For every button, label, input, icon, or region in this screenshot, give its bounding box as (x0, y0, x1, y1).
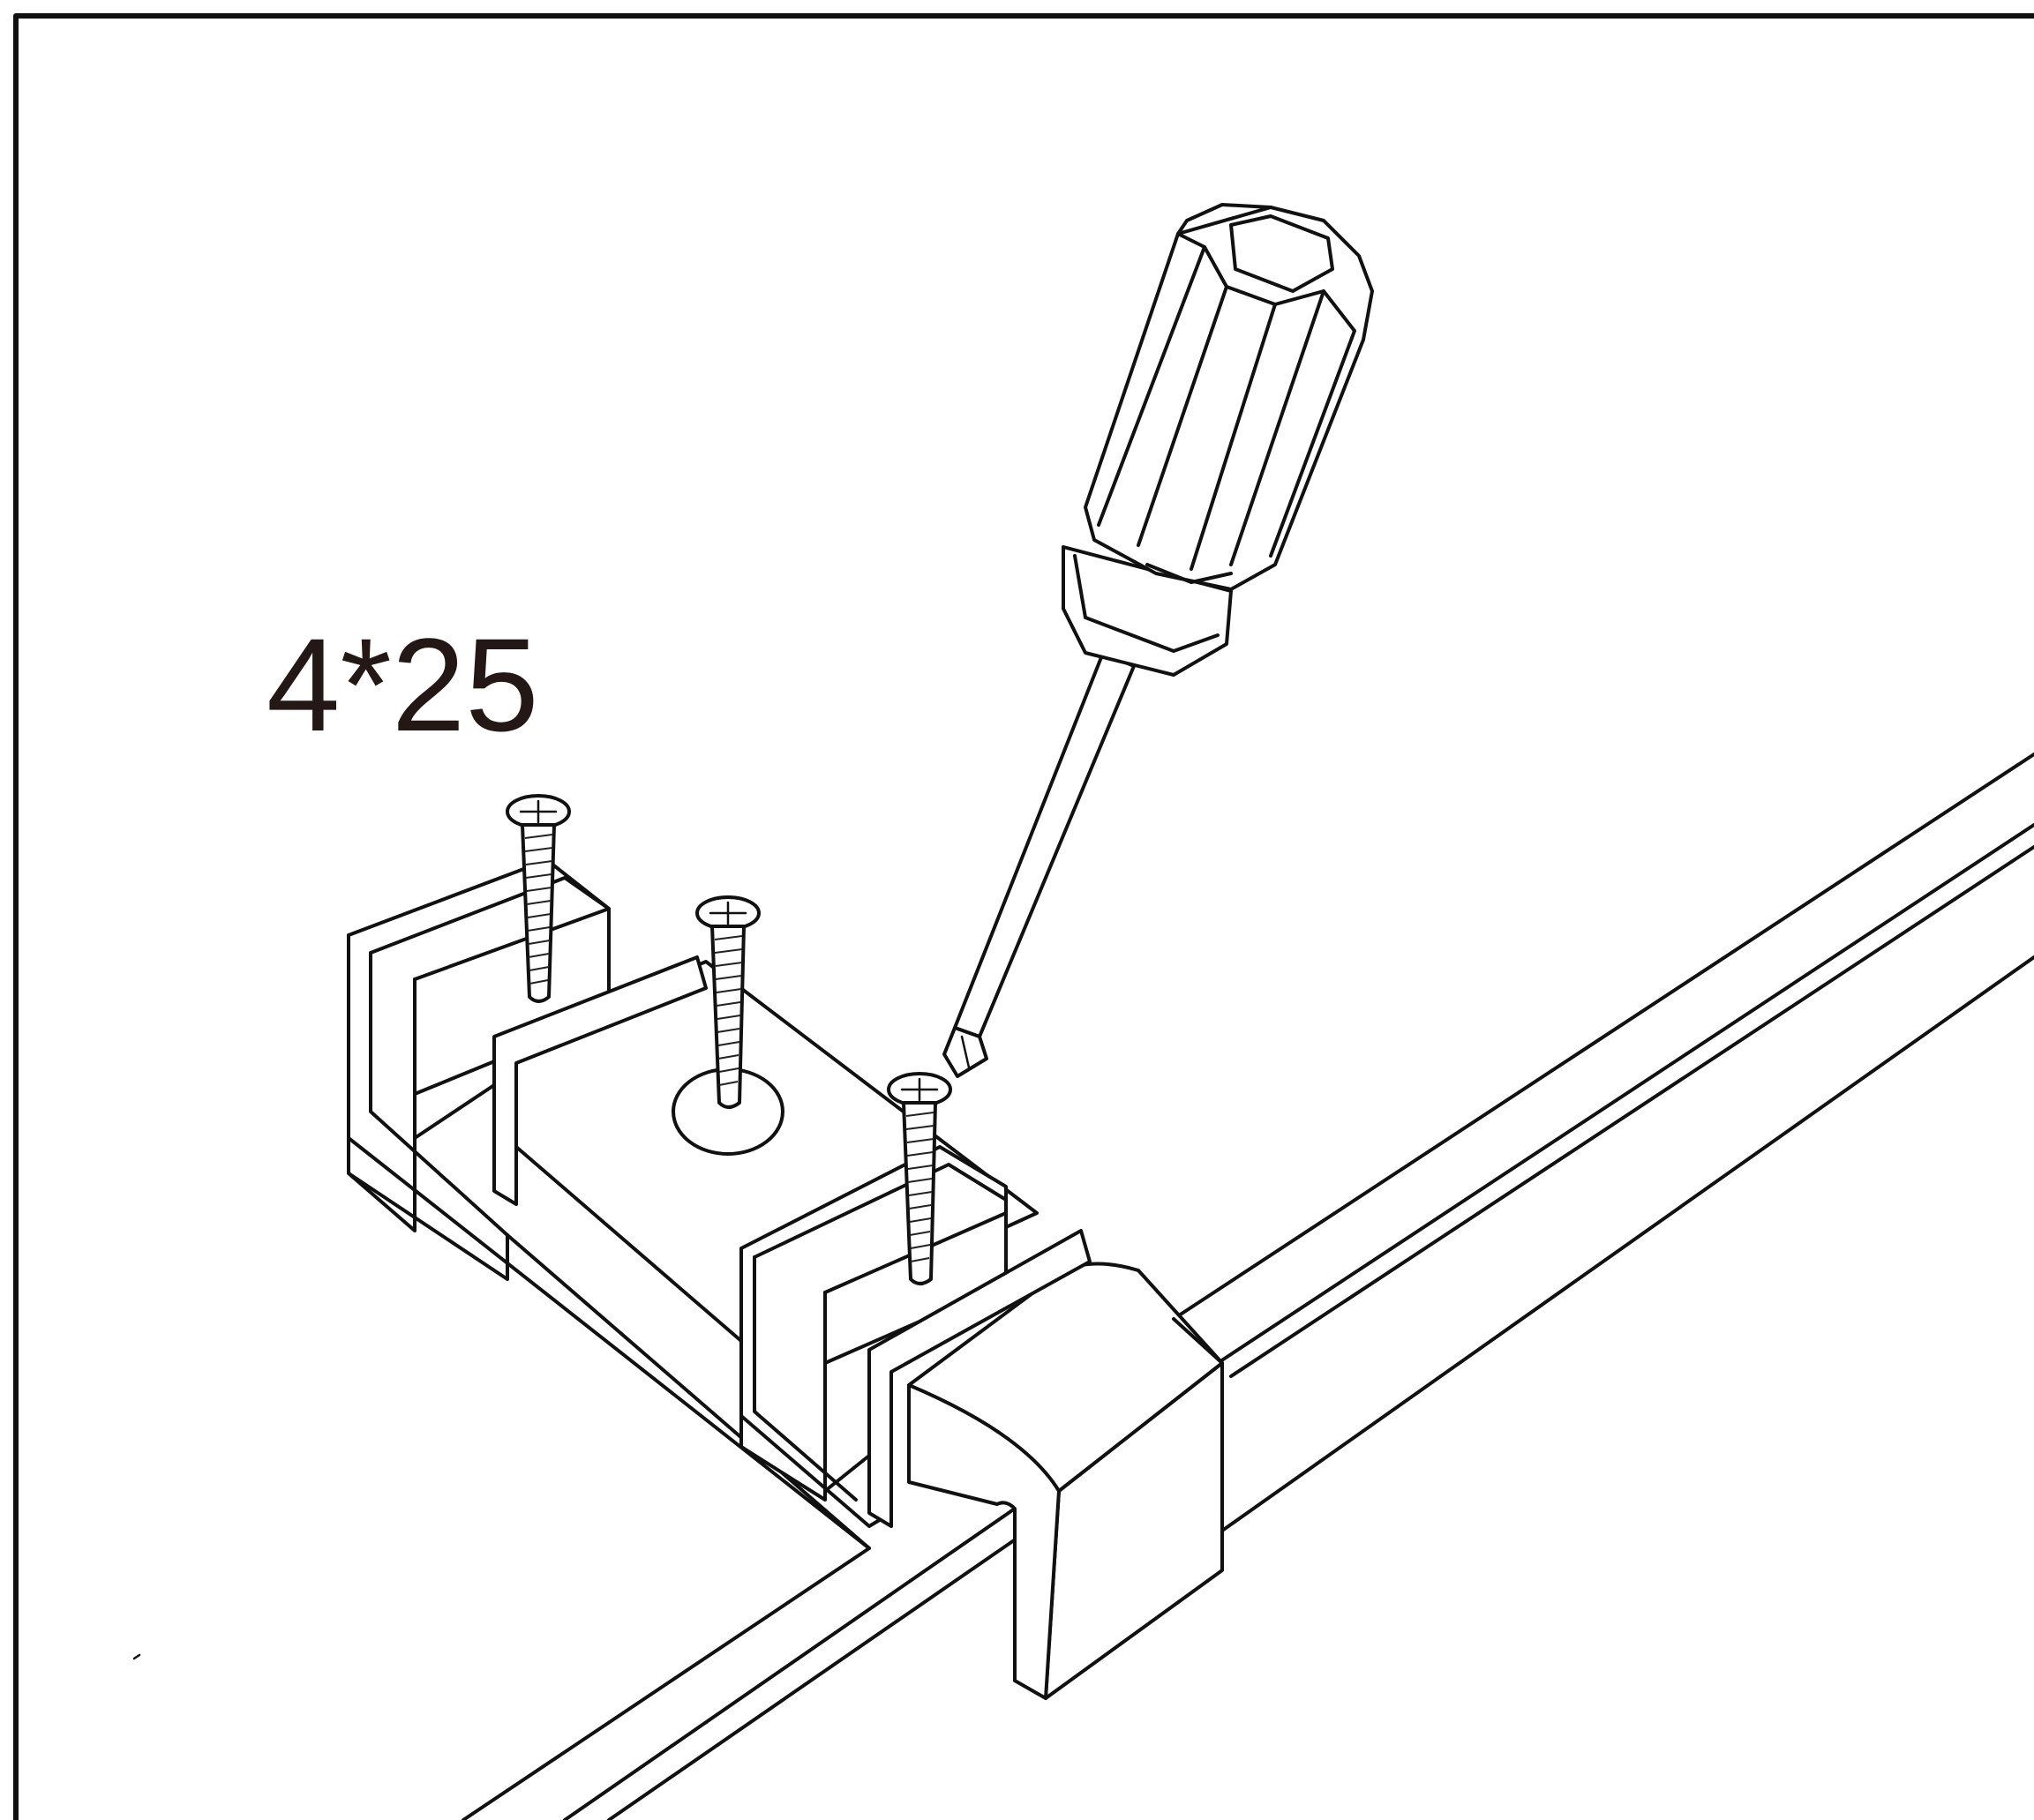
screw-right (887, 1072, 952, 1285)
screw-left (506, 794, 571, 1003)
stray-mark (132, 1653, 141, 1660)
screwdriver (942, 203, 1374, 1078)
screw-size-label: 4*25 (266, 610, 539, 759)
rail-tube-lower (462, 1504, 1030, 1820)
rail-tube-upper (1172, 753, 2034, 1532)
screw-center (695, 895, 761, 1109)
u-bracket (347, 858, 1092, 1550)
frame-border (13, 13, 2034, 1820)
corner-connector (907, 1262, 1224, 1700)
